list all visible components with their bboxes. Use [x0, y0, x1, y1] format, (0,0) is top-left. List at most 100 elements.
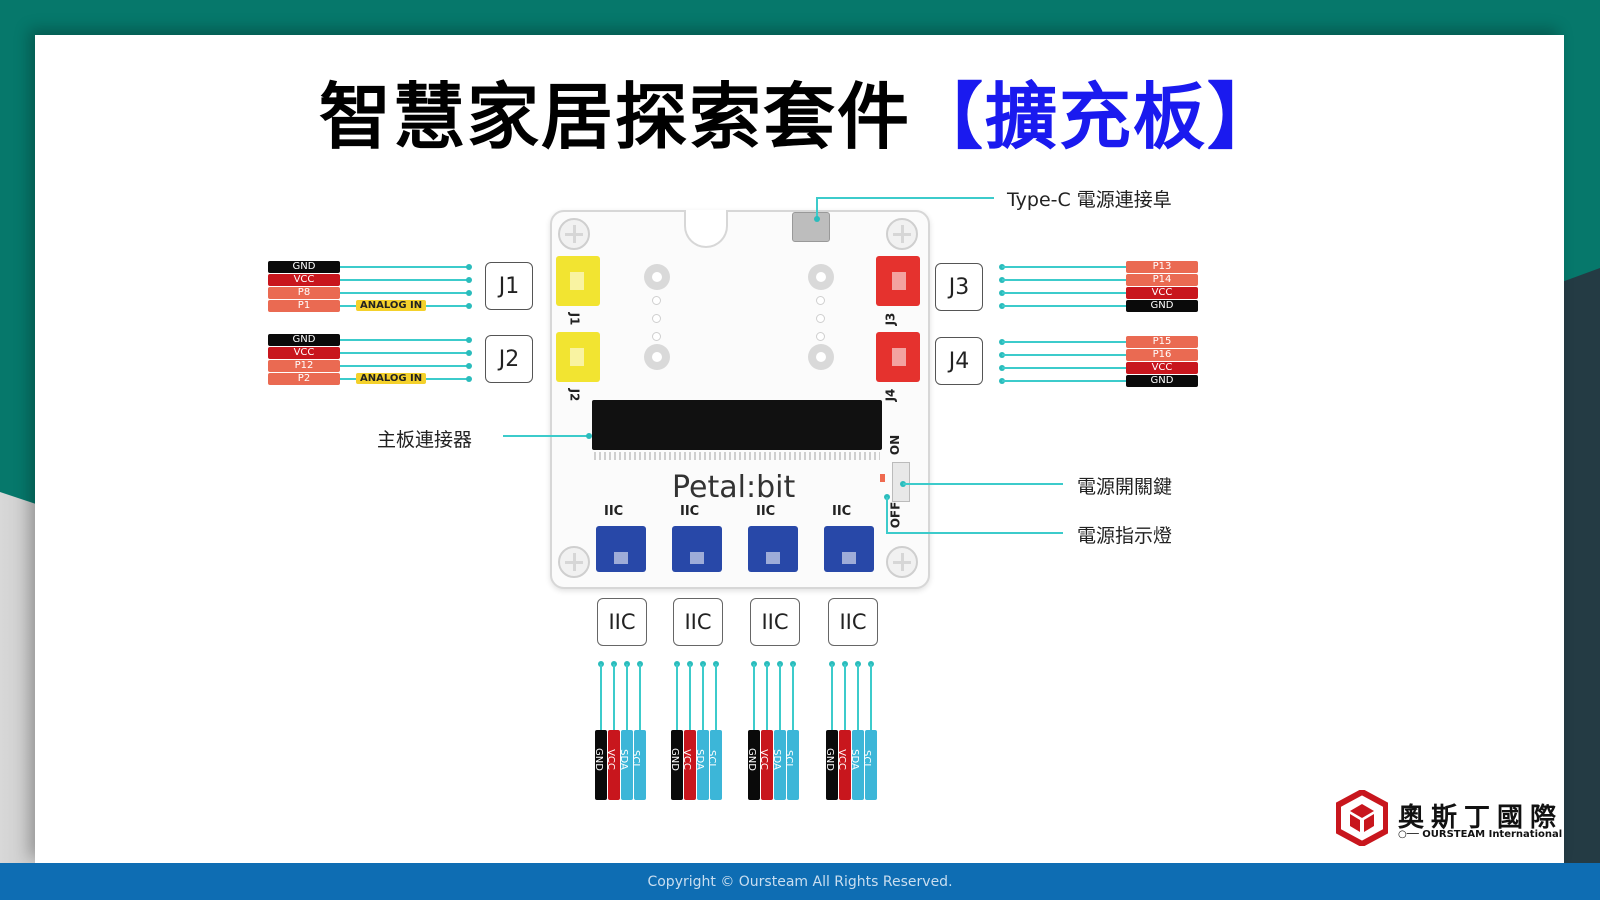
iic-wire — [857, 664, 859, 730]
title-main: 智慧家居探索套件 — [318, 75, 911, 159]
pin-label: P16 — [1126, 349, 1198, 361]
iic-port-label: IIC — [673, 598, 723, 646]
iic-connector — [596, 526, 646, 572]
small-hole — [816, 296, 825, 305]
wire — [1002, 279, 1128, 281]
small-hole — [652, 296, 661, 305]
pin-label: P15 — [1126, 336, 1198, 348]
iic-pin-sda: SDA — [617, 730, 633, 800]
iic-wire — [870, 664, 872, 730]
iic-wire — [715, 664, 717, 730]
iic-pin-sda: SDA — [771, 730, 786, 800]
small-hole — [816, 314, 825, 323]
iic-pin-label: VCC — [680, 749, 692, 770]
iic-pin-vcc: VCC — [835, 730, 851, 800]
iic-pin-label: VCC — [604, 749, 616, 770]
pin-label: VCC — [268, 274, 340, 286]
typec-leader — [816, 197, 994, 199]
copyright-text: Copyright © Oursteam All Rights Reserved… — [647, 873, 953, 890]
wire — [1002, 354, 1128, 356]
iic-port-label: IIC — [828, 598, 878, 646]
wire — [340, 279, 468, 281]
oursteam-logo-icon — [1336, 790, 1388, 846]
silk-iic: IIC — [680, 504, 700, 519]
analog-in-tag: ANALOG IN — [356, 373, 427, 384]
iic-pin-label: SDA — [617, 749, 629, 770]
pin-label: GND — [268, 261, 340, 273]
usb-typec-port — [792, 212, 830, 242]
wire — [1002, 341, 1128, 343]
iic-wire — [613, 664, 615, 730]
iic-connector — [672, 526, 722, 572]
wire-dot — [466, 277, 472, 283]
mount-hole — [808, 264, 834, 290]
connector-j1 — [556, 256, 600, 306]
wire — [340, 352, 468, 354]
switch-off-label: OFF — [888, 501, 903, 529]
iic-pin-vcc: VCC — [680, 730, 696, 800]
iic-wire — [689, 664, 691, 730]
wire-dot — [814, 216, 820, 222]
pin-label: GND — [268, 334, 340, 346]
iic-wire — [600, 664, 602, 730]
iic-wire — [766, 664, 768, 730]
iic-port-label: IIC — [750, 598, 800, 646]
silk-j1: J1 — [567, 312, 582, 326]
pin-label: VCC — [1126, 287, 1198, 299]
iic-pin-label: SCL — [782, 750, 794, 769]
iic-pin-scl: SCL — [706, 730, 722, 800]
silk-iic: IIC — [756, 504, 776, 519]
connector-j2 — [556, 332, 600, 382]
pin-label: VCC — [268, 347, 340, 359]
iic-pin-label: GND — [668, 748, 680, 771]
iic-connector — [824, 526, 874, 572]
iic-wire — [844, 664, 846, 730]
silk-j4: J4 — [883, 388, 898, 402]
wire-dot — [466, 290, 472, 296]
port-label-j3: J3 — [935, 263, 983, 311]
wire-dot — [466, 350, 472, 356]
wire — [340, 365, 468, 367]
iic-wire — [676, 664, 678, 730]
logo-text-en: ○── OURSTEAM International — [1398, 829, 1563, 840]
iic-pin-label: SCL — [860, 750, 872, 769]
iic-pin-label: VCC — [835, 749, 847, 770]
wire — [340, 292, 468, 294]
pin-label: P14 — [1126, 274, 1198, 286]
silk-iic: IIC — [832, 504, 852, 519]
title-highlight: 【擴充板】 — [911, 75, 1282, 159]
pin-label: P13 — [1126, 261, 1198, 273]
iic-pin-label: SDA — [693, 749, 705, 770]
petal-bit-board: J1 J2 J3 J4 Petal:bit ON OFF IIC IIC IIC… — [550, 210, 930, 589]
screw-icon — [886, 546, 918, 578]
iic-wire — [626, 664, 628, 730]
callout-power-led: 電源指示燈 — [1077, 525, 1173, 547]
iic-pin-scl: SCL — [630, 730, 646, 800]
connector-pins — [594, 452, 880, 460]
callout-power-switch: 電源開關鍵 — [1077, 476, 1173, 498]
port-label-j1: J1 — [485, 262, 533, 310]
wire — [1002, 266, 1128, 268]
screw-icon — [558, 218, 590, 250]
small-hole — [652, 314, 661, 323]
iic-pin-sda: SDA — [693, 730, 709, 800]
board-brand: Petal:bit — [672, 470, 796, 505]
small-hole — [816, 332, 825, 341]
iic-pin-scl: SCL — [783, 730, 799, 800]
wire — [1002, 380, 1128, 382]
pin-label: GND — [1126, 300, 1198, 312]
iic-wire — [702, 664, 704, 730]
wire-dot — [466, 303, 472, 309]
silk-iic: IIC — [604, 504, 624, 519]
wire — [1002, 367, 1128, 369]
iic-wire — [753, 664, 755, 730]
iic-connector — [748, 526, 798, 572]
iic-pin-gnd: GND — [668, 730, 683, 800]
iic-pin-label: SDA — [848, 749, 860, 770]
iic-pin-label: SCL — [629, 750, 641, 769]
wire-dot — [466, 264, 472, 270]
iic-wire — [792, 664, 794, 730]
pin-label: VCC — [1126, 362, 1198, 374]
power-led-leader — [886, 497, 888, 533]
wire-dot — [466, 376, 472, 382]
